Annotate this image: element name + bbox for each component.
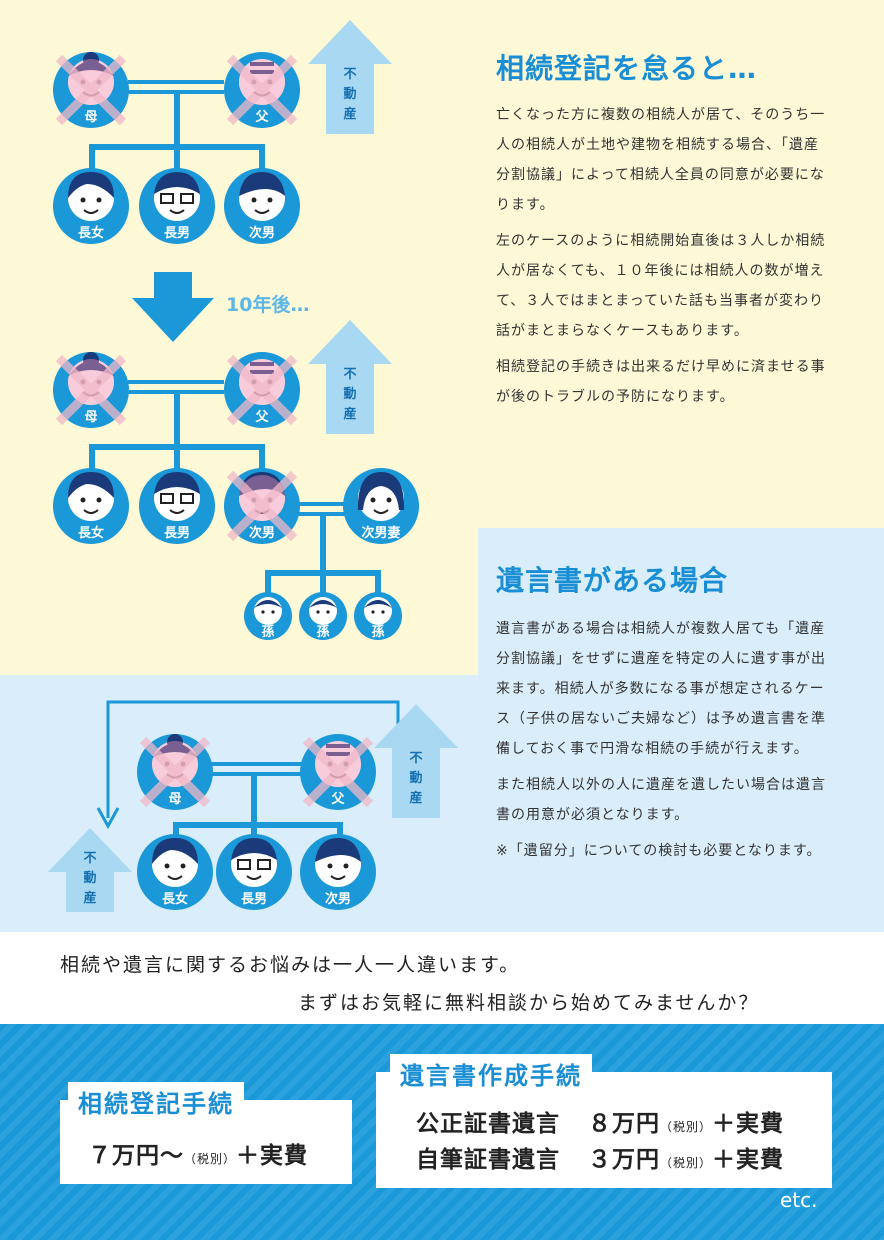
message-line-1: 相続や遺言に関するお悩みは一人一人違います。 [60,954,521,976]
mother-node-3: 母 [137,734,213,810]
will-heading: 遺言書がある場合 [496,564,729,597]
second-son-node: 次男 [224,168,300,244]
neglect-paragraph-2: 左のケースのように相続開始直後は３人しか相続人が居なくても、１０年後には相続人の… [496,233,826,339]
tree-initial: 母 父 不 動 産 長女 [53,20,392,244]
down-arrow-icon [132,272,214,342]
svg-text:不: 不 [343,367,356,382]
message-line-2: まずはお気軽に無料相談から始めてみませんか？ [298,992,760,1014]
second-son-node-3: 次男 [300,834,376,910]
svg-text:長女: 長女 [78,525,104,541]
will-paragraph-1: 遺言書がある場合は相続人が複数人居ても「遺産分割協議」をせずに遺産を特定の人に遺… [496,621,826,757]
eldest-daughter-node-3: 長女 [137,834,213,910]
svg-text:母: 母 [168,792,181,807]
family-tree-diagrams: 母 父 不 動 産 長女 [48,20,458,912]
father-label: 父 [254,110,269,125]
neglect-paragraph-1: 亡くなった方に複数の相続人が居て、そのうち一人の相続人が土地や建物を相続する場合… [496,107,826,213]
svg-text:動: 動 [343,386,356,402]
svg-text:父: 父 [330,792,345,807]
registration-price: ７万円〜（税別）＋実費 [88,1136,308,1170]
message-band [0,932,884,1024]
registration-tax-note: （税別） [184,1152,237,1166]
will-creation-row-1: 公正証書遺言 ８万円（税別）＋実費 [416,1104,784,1138]
grandchild-node-3: 孫 [354,592,402,640]
eldest-son-node: 長男 [139,168,215,244]
etc-label: etc. [780,1188,818,1212]
grandchild-node-2: 孫 [299,592,347,640]
svg-text:動: 動 [409,770,422,786]
svg-text:次男: 次男 [249,525,275,541]
neglect-body: 亡くなった方に複数の相続人が居て、そのうち一人の相続人が土地や建物を相続する場合… [496,100,832,418]
second-son-wife-node: 次男妻 [343,468,419,544]
svg-text:母: 母 [84,410,97,425]
will-creation-title: 遺言書作成手続 [390,1054,592,1093]
eldest-son-node-3: 長男 [216,834,292,910]
mother-node: 母 [53,52,129,128]
will-paragraph-2: また相続人以外の人に遺産を遺したい場合は遺言書の用意が必須となります。 [496,777,826,823]
svg-text:不: 不 [409,751,422,766]
svg-text:長男: 長男 [164,526,190,541]
property-arrow-icon-2: 不 動 産 [308,320,392,434]
svg-text:産: 産 [409,790,422,806]
will-creation-row-2: 自筆証書遺言 ３万円（税別）＋実費 [416,1140,784,1174]
property-arrow-icon: 不 動 産 [308,20,392,134]
father-node: 父 [224,52,300,128]
holographic-will-tax-note: （税別） [660,1156,713,1170]
eldest-daughter-node: 長女 [53,168,129,244]
second-son-node-2: 次男 [224,468,300,544]
eldest-son-label: 長男 [164,226,190,241]
svg-text:次男妻: 次男妻 [361,525,400,541]
father-node-2: 父 [224,352,300,428]
will-paragraph-3: ※「遺留分」についての検討も必要となります。 [496,843,822,859]
svg-text:父: 父 [254,410,269,425]
registration-title: 相続登記手続 [68,1082,244,1121]
second-son-label: 次男 [249,225,275,241]
svg-text:長女: 長女 [162,891,188,907]
eldest-daughter-node-2: 長女 [53,468,129,544]
will-body: 遺言書がある場合は相続人が複数人居ても「遺産分割協議」をせずに遺産を特定の人に遺… [496,614,832,872]
holographic-will-suffix: ＋実費 [712,1147,785,1173]
holographic-will-amount: ３万円 [588,1147,660,1173]
eldest-daughter-label: 長女 [78,225,104,241]
mother-node-2: 母 [53,352,129,428]
svg-text:孫: 孫 [371,624,384,640]
svg-text:動: 動 [83,870,96,886]
holographic-will-name: 自筆証書遺言 [416,1147,560,1173]
neglect-paragraph-3: 相続登記の手続きは出来るだけ早めに済ませる事が後のトラブルの予防になります。 [496,359,826,405]
svg-text:孫: 孫 [316,624,329,640]
svg-text:動: 動 [343,86,356,102]
svg-text:長男: 長男 [241,892,267,907]
eldest-son-node-2: 長男 [139,468,215,544]
tree-with-will: 母 父 不 動 産 不 動 産 [48,700,458,912]
notarial-will-suffix: ＋実費 [712,1111,785,1137]
father-node-3: 父 [300,734,376,810]
svg-text:産: 産 [83,890,96,906]
tree-ten-years-later: 母 父 不 動 産 長女 [53,320,419,640]
svg-text:不: 不 [83,851,96,866]
mother-label: 母 [84,110,97,125]
neglect-heading: 相続登記を怠ると… [496,52,758,85]
svg-text:産: 産 [343,406,356,422]
registration-price-suffix: ＋実費 [236,1143,309,1169]
notarial-will-tax-note: （税別） [660,1120,713,1134]
notarial-will-amount: ８万円 [588,1111,660,1137]
ten-years-later-label: 10年後… [226,294,310,316]
svg-text:孫: 孫 [261,624,274,640]
notarial-will-name: 公正証書遺言 [416,1111,560,1137]
property-arrow-icon-3: 不 動 産 [374,704,458,818]
property-arrow-icon-4: 不 動 産 [48,828,132,912]
svg-text:産: 産 [343,106,356,122]
svg-text:不: 不 [343,67,356,82]
will-section-background-upper [478,528,884,676]
registration-price-main: ７万円〜 [88,1143,184,1169]
svg-text:次男: 次男 [325,891,351,907]
grandchild-node-1: 孫 [244,592,292,640]
